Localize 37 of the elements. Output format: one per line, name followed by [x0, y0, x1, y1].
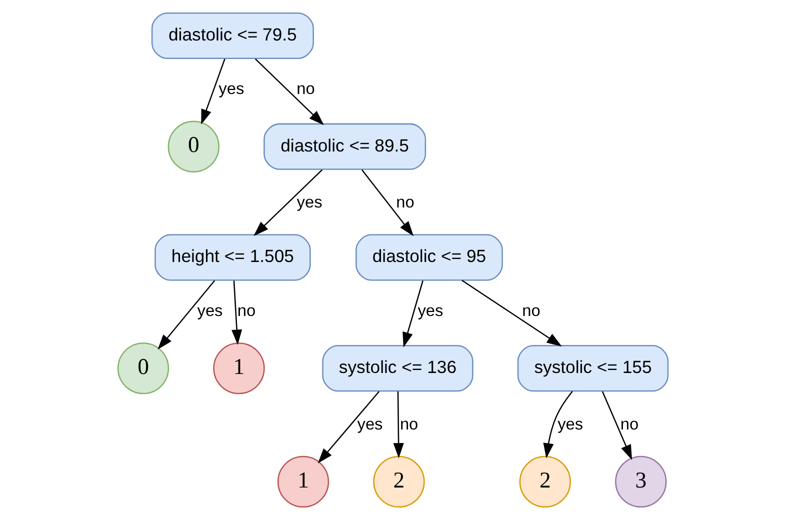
- node-box: diastolic <= 89.5: [264, 123, 426, 170]
- node-box: systolic <= 155: [517, 345, 669, 392]
- edge-label: yes: [558, 415, 584, 434]
- node-box: diastolic <= 95: [356, 234, 503, 281]
- edge-label: yes: [197, 302, 223, 320]
- edge-label: no: [522, 302, 540, 320]
- node-box: systolic <= 136: [322, 345, 474, 392]
- arrow: [318, 391, 380, 464]
- arrow: [254, 58, 324, 126]
- arrow: [602, 391, 632, 460]
- edge-label: yes: [296, 194, 322, 212]
- node-box: diastolic <= 79.5: [151, 12, 314, 60]
- edge-label: no: [237, 302, 256, 320]
- edge-label: no: [400, 415, 418, 434]
- arrow: [232, 280, 242, 345]
- edge-label: yes: [218, 80, 244, 98]
- edge-label: no: [296, 80, 315, 98]
- arrow: [361, 169, 414, 236]
- node-circle: 0: [117, 342, 170, 394]
- arrow: [158, 280, 216, 350]
- arrow: [393, 392, 404, 458]
- node-circle: 2: [519, 456, 571, 508]
- node-circle: 2: [373, 456, 425, 508]
- node-circle: 1: [277, 456, 330, 508]
- edge-label: no: [396, 194, 414, 212]
- edge-label: yes: [357, 415, 383, 434]
- arrow: [543, 390, 573, 458]
- edge-label: no: [620, 415, 639, 434]
- arrow: [254, 169, 323, 236]
- arrow: [402, 280, 424, 348]
- arrow: [201, 58, 226, 124]
- edge-label: yes: [418, 302, 444, 320]
- arrow: [462, 280, 562, 346]
- node-box: height <= 1.505: [154, 234, 311, 281]
- node-circle: 0: [168, 120, 220, 172]
- node-circle: 1: [213, 342, 265, 394]
- node-circle: 3: [615, 456, 667, 508]
